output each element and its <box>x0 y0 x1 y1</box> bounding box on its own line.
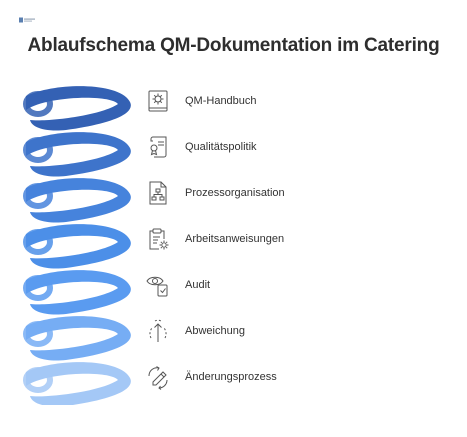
spiral-coil <box>26 270 131 315</box>
step-aenderungsprozess: Änderungsprozess <box>145 360 445 394</box>
spiral-coil <box>26 178 131 223</box>
certificate-scroll-icon <box>145 134 171 160</box>
step-label: Audit <box>185 279 211 291</box>
spiral-coil-edge <box>23 367 53 393</box>
spiral-coil-edge <box>23 229 53 255</box>
spiral-coil-edge <box>23 183 53 209</box>
step-label: Prozessorganisation <box>185 187 285 199</box>
step-label: Abweichung <box>185 325 245 337</box>
page-title: Ablaufschema QM-Dokumentation im Caterin… <box>27 35 440 56</box>
step-qm-handbuch: QM-Handbuch <box>145 84 445 118</box>
settings-book-icon <box>145 88 171 114</box>
step-audit: Audit <box>145 268 445 302</box>
spiral-coil <box>26 362 131 405</box>
edit-cycle-icon <box>145 364 171 390</box>
deviation-arrow-icon <box>145 318 171 344</box>
step-arbeitsanweisungen: Arbeitsanweisungen <box>145 222 445 256</box>
step-label: Qualitätspolitik <box>185 141 257 153</box>
spiral-coil <box>26 86 131 131</box>
spiral-coil <box>26 224 131 269</box>
step-abweichung: Abweichung <box>145 314 445 348</box>
logo <box>19 10 35 23</box>
process-steps: QM-Handbuch Qualitätspolitik <box>145 84 455 404</box>
eye-checklist-icon <box>145 272 171 298</box>
clipboard-gear-icon <box>145 226 171 252</box>
org-chart-document-icon <box>145 180 171 206</box>
spiral-coil-edge <box>23 321 53 347</box>
step-qualitaetspolitik: Qualitätspolitik <box>145 130 445 164</box>
spiral-coil <box>26 132 131 177</box>
step-label: Arbeitsanweisungen <box>185 233 285 245</box>
spiral-graphic <box>23 86 131 405</box>
step-prozessorganisation: Prozessorganisation <box>145 176 445 210</box>
spiral-coil-edge <box>23 91 53 117</box>
step-label: Änderungsprozess <box>185 371 277 383</box>
spiral-coil-edge <box>23 275 53 301</box>
spiral-coil <box>26 316 131 361</box>
step-label: QM-Handbuch <box>185 95 257 107</box>
spiral-coil-edge <box>23 137 53 163</box>
